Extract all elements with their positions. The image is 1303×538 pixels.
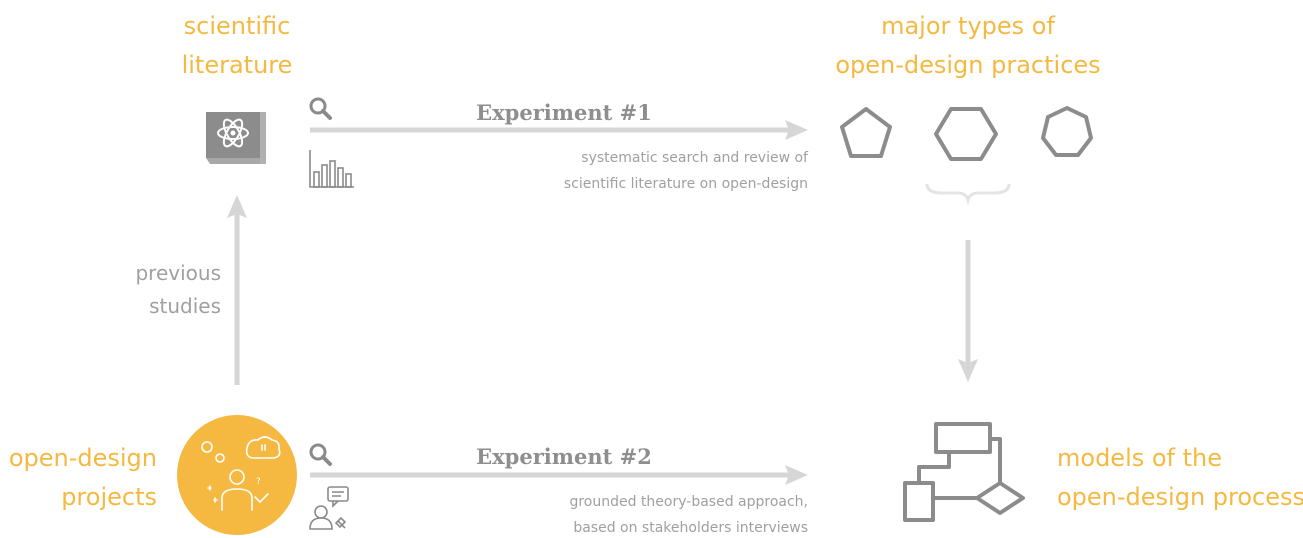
experiment-2-desc-line2: based on stakeholders interviews <box>573 520 808 536</box>
projects-label-line1: open-design <box>9 444 157 472</box>
literature-label-line2: literature <box>182 51 293 79</box>
literature-label-line1: scientific <box>184 12 291 40</box>
svg-text:?: ? <box>256 477 261 487</box>
models-label-line1: models of the <box>1057 444 1222 472</box>
flowchart-icon <box>903 422 1025 522</box>
brace-icon <box>925 183 1011 206</box>
hexagon-icon <box>934 107 998 161</box>
search-icon <box>309 443 332 466</box>
experiment-2-desc-line1: grounded theory-based approach, <box>569 494 808 510</box>
book-atom-icon <box>206 112 266 164</box>
practices-label-line2: open-design practices <box>835 51 1100 79</box>
previous-studies-line2: studies <box>149 294 221 318</box>
experiment-2-title: Experiment #2 <box>476 444 652 469</box>
models-label-line2: open-design process <box>1057 483 1303 511</box>
bar-chart-icon <box>309 150 354 188</box>
person-ideas-icon: ? <box>177 415 297 535</box>
practices-label-line1: major types of <box>881 12 1055 40</box>
experiment-1-title: Experiment #1 <box>476 100 652 125</box>
interview-icon <box>309 486 349 530</box>
practices-to-models-arrow <box>958 240 978 382</box>
heptagon-icon <box>1041 106 1093 157</box>
projects-to-literature-arrow <box>227 195 247 385</box>
previous-studies-line1: previous <box>135 261 221 285</box>
search-icon <box>309 97 332 120</box>
projects-label-line2: projects <box>61 483 157 511</box>
experiment-1-desc-line2: scientific literature on open-design <box>564 176 808 192</box>
experiment-2-arrow <box>310 465 808 485</box>
experiment-1-desc-line1: systematic search and review of <box>581 150 809 166</box>
experiment-1-arrow <box>310 120 808 140</box>
pentagon-icon <box>840 107 892 158</box>
